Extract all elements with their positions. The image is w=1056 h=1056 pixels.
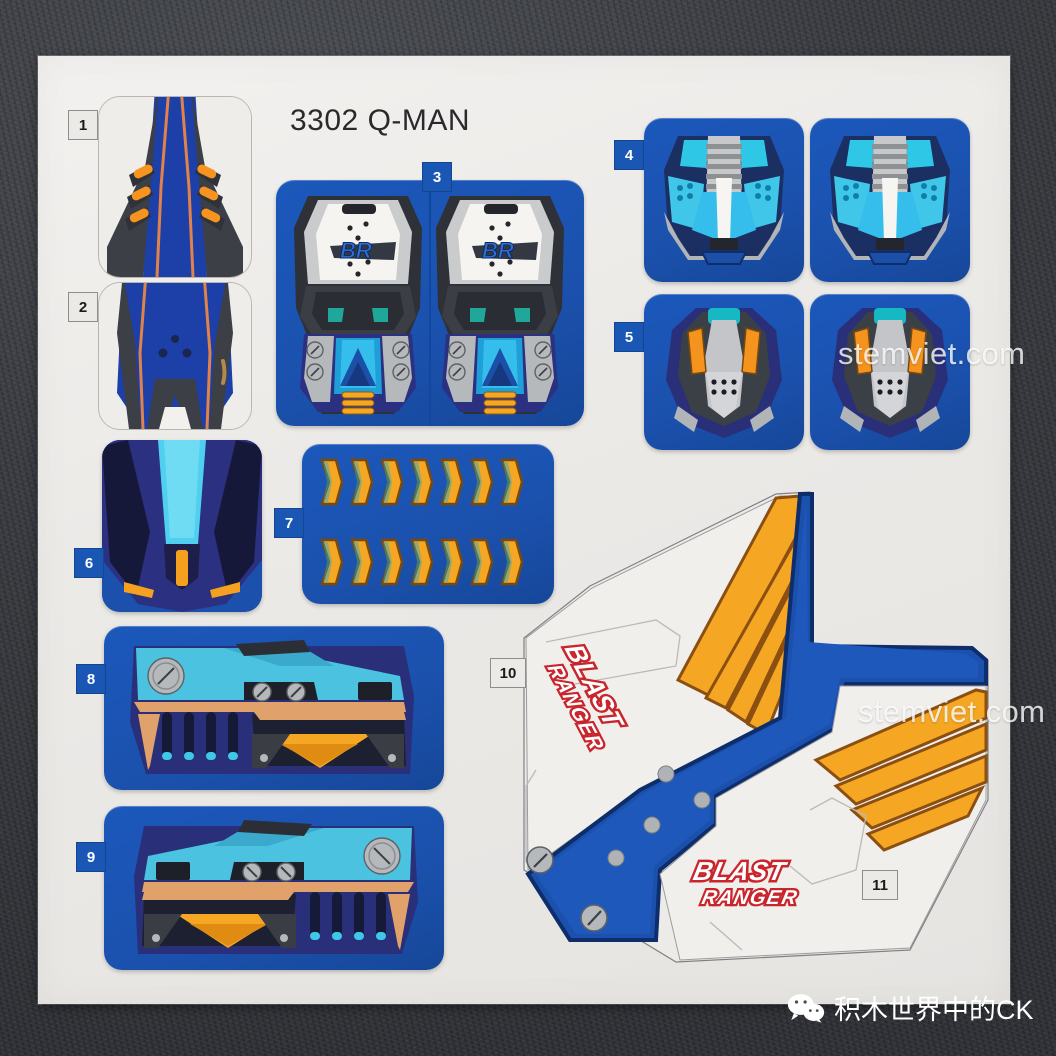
sticker-5-card-right[interactable] [810,294,970,450]
sticker-label-11[interactable]: 11 [862,870,898,900]
sticker-8-art [130,640,414,774]
sticker-4-card-right[interactable] [810,118,970,282]
sticker-5-art-left [666,308,782,438]
sticker-9-card[interactable] [104,806,444,970]
sticker-10-11-group[interactable]: BLAST RANGER BLAST RANGER [480,470,1000,970]
sticker-9-art [134,820,418,954]
sticker-5-art-right [832,308,948,438]
sticker-label-4[interactable]: 4 [614,140,644,170]
sticker-label-2[interactable]: 2 [68,292,98,322]
sticker-3-art: BR [293,180,565,426]
sticker-4-art-right [830,136,950,265]
sticker-label-5[interactable]: 5 [614,322,644,352]
wechat-icon [787,993,825,1023]
sticker-4-card-left[interactable] [644,118,804,282]
sticker-1-card[interactable] [98,96,252,278]
sticker-6-card[interactable] [102,440,262,612]
sticker-label-3[interactable]: 3 [422,162,452,192]
sticker-2-card[interactable] [98,282,252,430]
sticker-5-card-left[interactable] [644,294,804,450]
sticker-label-10[interactable]: 10 [490,658,526,688]
watermark-wechat: 积木世界中的CK [787,988,1034,1027]
sticker-8-card[interactable] [104,626,444,790]
sticker-10-11-art: BLAST RANGER BLAST RANGER [523,491,989,963]
sticker-2-art [99,283,251,429]
wechat-handle-text: 积木世界中的CK [834,995,1034,1025]
svg-text:BLAST: BLAST [691,856,790,886]
sticker-4-art-left [664,136,784,265]
sticker-label-1[interactable]: 1 [68,110,98,140]
sticker-3-card[interactable]: BR [276,180,584,426]
svg-text:RANGER: RANGER [700,887,800,909]
sticker-1-art [99,97,251,277]
sticker-6-art [102,440,262,612]
sticker-label-6[interactable]: 6 [74,548,104,578]
sticker-label-9[interactable]: 9 [76,842,106,872]
sticker-label-8[interactable]: 8 [76,664,106,694]
sticker-7-card[interactable] [302,444,554,604]
page-title: 3302 Q-MAN [290,104,471,137]
sticker-label-7[interactable]: 7 [274,508,304,538]
